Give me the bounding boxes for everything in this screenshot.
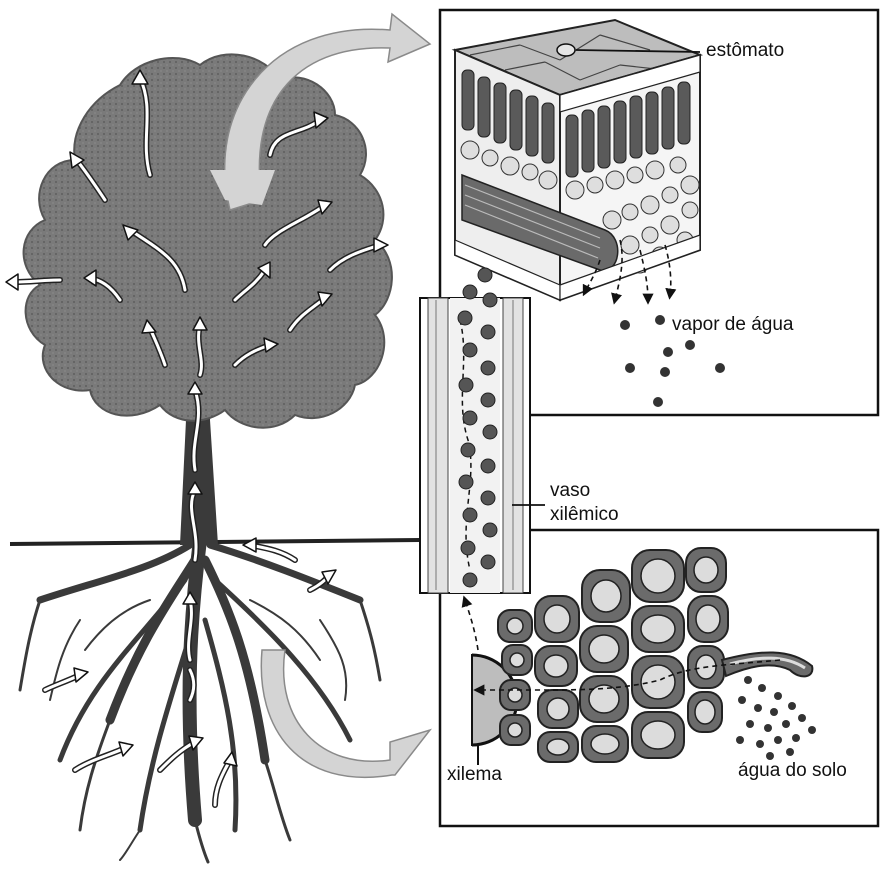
soil-water-label: água do solo <box>738 760 847 782</box>
stomata-icon <box>557 44 575 56</box>
vessel-label-line2: xilêmico <box>550 504 619 526</box>
vessel-label-line1: vaso <box>550 480 590 502</box>
roots <box>20 540 380 862</box>
xylem-label: xilema <box>447 764 502 786</box>
large-curved-arrow-icon-lower <box>261 650 430 777</box>
stomata-label: estômato <box>706 40 784 62</box>
water-vapor-label: vapor de água <box>672 314 794 336</box>
canopy <box>24 54 392 427</box>
leaf-cross-section <box>455 20 700 300</box>
xylem-vessel <box>420 268 545 593</box>
